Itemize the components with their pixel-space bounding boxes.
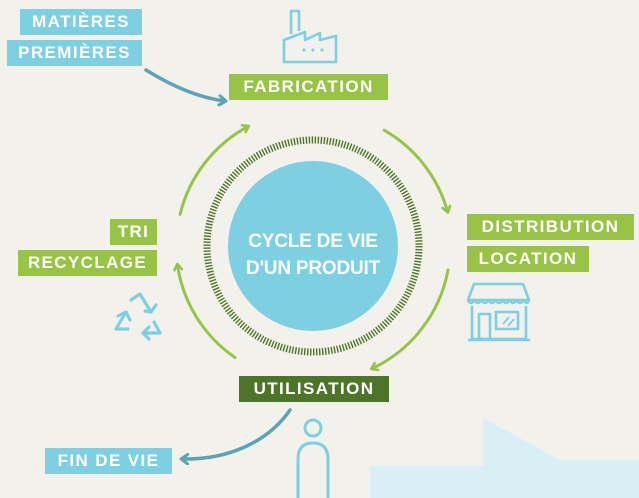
- input-arrow: [144, 68, 225, 101]
- label-distribution: DISTRIBUTION: [467, 214, 634, 240]
- cycle-arrow-top: [178, 127, 248, 216]
- cycle-title-line2: D'UN PRODUIT: [245, 258, 381, 279]
- cycle-title-line1: CYCLE DE VIE: [248, 231, 378, 252]
- label-matieres: MATIÈRES: [20, 9, 142, 35]
- recycle-icon: [114, 292, 162, 341]
- label-tri: TRI: [110, 219, 157, 245]
- factory-icon: [282, 9, 338, 64]
- output-arrow: [182, 408, 292, 459]
- label-location: LOCATION: [467, 246, 589, 272]
- label-fin-de-vie: FIN DE VIE: [45, 448, 172, 474]
- label-fabrication: FABRICATION: [229, 74, 388, 100]
- person-icon: [296, 418, 330, 498]
- cycle-arrow-left: [178, 265, 237, 359]
- cycle-arrow-bottom-right: [372, 268, 450, 369]
- shop-icon: [466, 282, 531, 342]
- label-utilisation: UTILISATION: [239, 376, 389, 402]
- cycle-arrow-right: [382, 128, 447, 211]
- label-recyclage: RECYCLAGE: [18, 250, 157, 276]
- hatched-ring: [203, 136, 423, 356]
- label-premieres: PREMIÈRES: [7, 40, 142, 66]
- decor-shape: [370, 418, 639, 498]
- cycle-title: CYCLE DE VIE D'UN PRODUIT: [228, 190, 398, 320]
- center-circle: [228, 161, 398, 331]
